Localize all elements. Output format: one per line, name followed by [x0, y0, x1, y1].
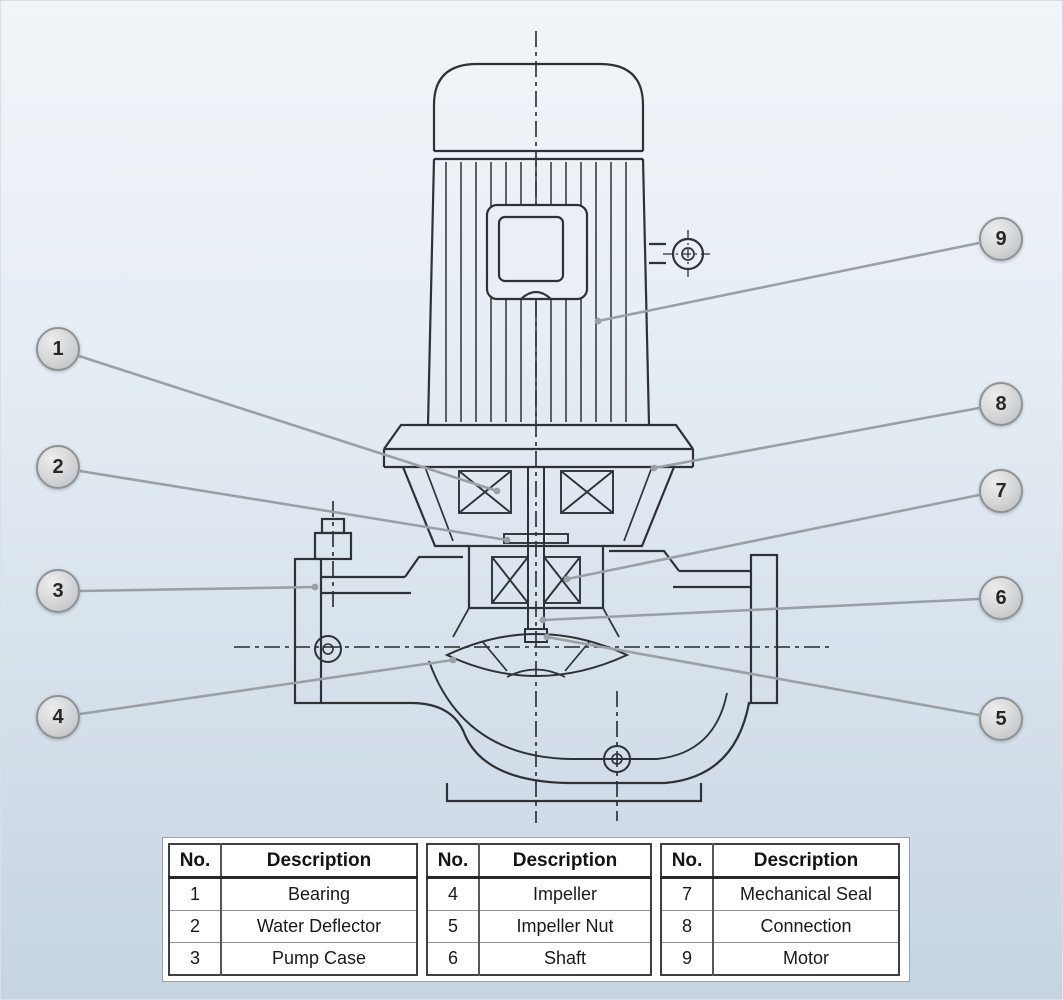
col-header-description: Description: [713, 844, 899, 879]
parts-table-group-2: No. Description 4 Impeller 5 Impeller Nu…: [426, 843, 652, 976]
callout-5: 5: [979, 697, 1023, 741]
callout-number: 5: [995, 707, 1007, 730]
impeller: [444, 633, 630, 678]
part-number: 8: [661, 910, 714, 943]
part-description: Motor: [713, 942, 899, 975]
callout-9: 9: [979, 217, 1023, 261]
col-header-no: No.: [427, 844, 480, 879]
part-number: 7: [661, 877, 714, 911]
leader-line-1: [78, 354, 498, 493]
part-number: 6: [427, 942, 480, 975]
table-row: 8 Connection: [661, 910, 899, 943]
part-number: 1: [169, 877, 222, 911]
table-row: 9 Motor: [661, 942, 899, 975]
connection-bracket: [382, 423, 695, 638]
leader-line-5: [546, 635, 980, 717]
callout-number: 2: [52, 455, 64, 478]
callout-number: 6: [995, 586, 1007, 609]
callout-number: 4: [52, 705, 64, 728]
callout-number: 3: [52, 579, 64, 602]
parts-panel: No. Description 1 Bearing 2 Water Deflec…: [162, 837, 910, 982]
leader-line-9: [597, 241, 980, 323]
parts-table-group-3: No. Description 7 Mechanical Seal 8 Conn…: [660, 843, 900, 976]
table-row: 7 Mechanical Seal: [661, 877, 899, 911]
callout-6: 6: [979, 576, 1023, 620]
leader-line-4: [79, 658, 454, 716]
motor: [426, 62, 651, 427]
callout-8: 8: [979, 382, 1023, 426]
pump-case: [293, 517, 779, 803]
table-row: 3 Pump Case: [169, 942, 417, 975]
leader-dots: [311, 317, 658, 664]
seal-housing: [467, 544, 605, 610]
part-number: 5: [427, 910, 480, 943]
leader-line-2: [79, 469, 508, 542]
part-description: Water Deflector: [221, 910, 417, 943]
callout-1: 1: [36, 327, 80, 371]
col-header-no: No.: [169, 844, 222, 879]
leader-line-7: [566, 493, 980, 581]
table-row: 6 Shaft: [427, 942, 651, 975]
part-description: Bearing: [221, 877, 417, 911]
part-description: Shaft: [479, 942, 651, 975]
table-row: 5 Impeller Nut: [427, 910, 651, 943]
callout-number: 7: [995, 479, 1007, 502]
callout-number: 9: [995, 227, 1007, 250]
table-row: 1 Bearing: [169, 877, 417, 911]
callout-number: 8: [995, 392, 1007, 415]
part-number: 2: [169, 910, 222, 943]
part-description: Impeller Nut: [479, 910, 651, 943]
crosshair-symbol-top: [649, 230, 713, 279]
table-row: 4 Impeller: [427, 877, 651, 911]
centerlines: [234, 31, 831, 823]
parts-table-group-1: No. Description 1 Bearing 2 Water Deflec…: [168, 843, 418, 976]
part-number: 4: [427, 877, 480, 911]
col-header-no: No.: [661, 844, 714, 879]
part-description: Impeller: [479, 877, 651, 911]
leader-line-6: [542, 597, 980, 622]
crosshair-symbol-left: [314, 635, 342, 663]
callout-4: 4: [36, 695, 80, 739]
col-header-description: Description: [221, 844, 417, 879]
callout-2: 2: [36, 445, 80, 489]
part-description: Connection: [713, 910, 899, 943]
part-number: 3: [169, 942, 222, 975]
crosshair-symbol-bottom: [603, 745, 631, 773]
part-description: Pump Case: [221, 942, 417, 975]
callout-7: 7: [979, 469, 1023, 513]
mechanical-seal-symbols: [491, 556, 581, 604]
callout-3: 3: [36, 569, 80, 613]
leader-line-8: [653, 406, 980, 470]
table-row: 2 Water Deflector: [169, 910, 417, 943]
leader-line-3: [79, 585, 316, 593]
bearing-symbols: [458, 470, 614, 514]
callout-number: 1: [52, 337, 64, 360]
leader-lines: [78, 241, 980, 717]
part-description: Mechanical Seal: [713, 877, 899, 911]
col-header-description: Description: [479, 844, 651, 879]
part-number: 9: [661, 942, 714, 975]
